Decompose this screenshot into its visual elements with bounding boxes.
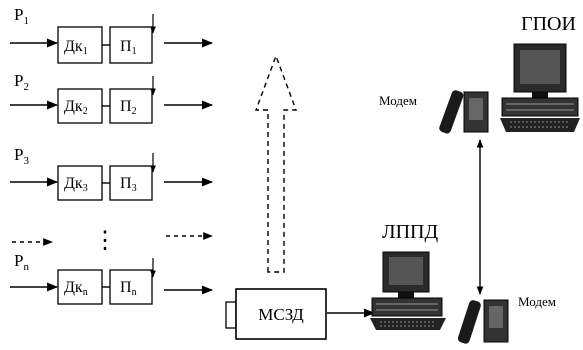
system-unit-icon: [502, 98, 578, 116]
mszd-label: МСЗД: [258, 305, 304, 324]
modem-bottom: Модем: [457, 294, 556, 345]
monitor-screen: [389, 257, 423, 285]
modem-top-label: Модем: [379, 93, 417, 108]
modem-top: Модем: [379, 89, 488, 134]
channel-1: P1 Дк1 П1: [10, 5, 212, 63]
ellipsis-row: ⋮: [12, 228, 212, 254]
handset-icon: [438, 89, 464, 134]
mszd-connector: [226, 302, 236, 328]
monitor-screen: [520, 50, 560, 84]
input-label-p1: P1: [14, 5, 29, 27]
modem-bottom-label: Модем: [518, 294, 556, 309]
handset-icon: [457, 299, 482, 345]
lppd-computer: ЛППД: [370, 221, 446, 330]
gpoi-label: ГПОИ: [521, 13, 576, 35]
mszd-block: МСЗД: [226, 289, 374, 339]
channel-n: Pn Дкn Пn: [10, 251, 212, 304]
monitor-stand: [398, 292, 414, 298]
input-label-p3: P3: [14, 145, 29, 167]
keyboard-icon: [500, 118, 580, 132]
input-label-p2: P2: [14, 71, 29, 93]
lppd-label: ЛППД: [382, 221, 438, 243]
ellipsis: ⋮: [93, 228, 117, 254]
dashed-upward-arrow: [256, 56, 296, 272]
system-unit-icon: [372, 298, 442, 316]
channel-3: P3 Дк3 П3: [10, 145, 212, 200]
gpoi-computer: ГПОИ: [500, 13, 580, 132]
keyboard-icon: [370, 318, 446, 330]
monitor-stand: [532, 92, 548, 98]
input-label-pn: Pn: [14, 251, 29, 273]
channel-2: P2 Дк2 П2: [10, 71, 212, 123]
